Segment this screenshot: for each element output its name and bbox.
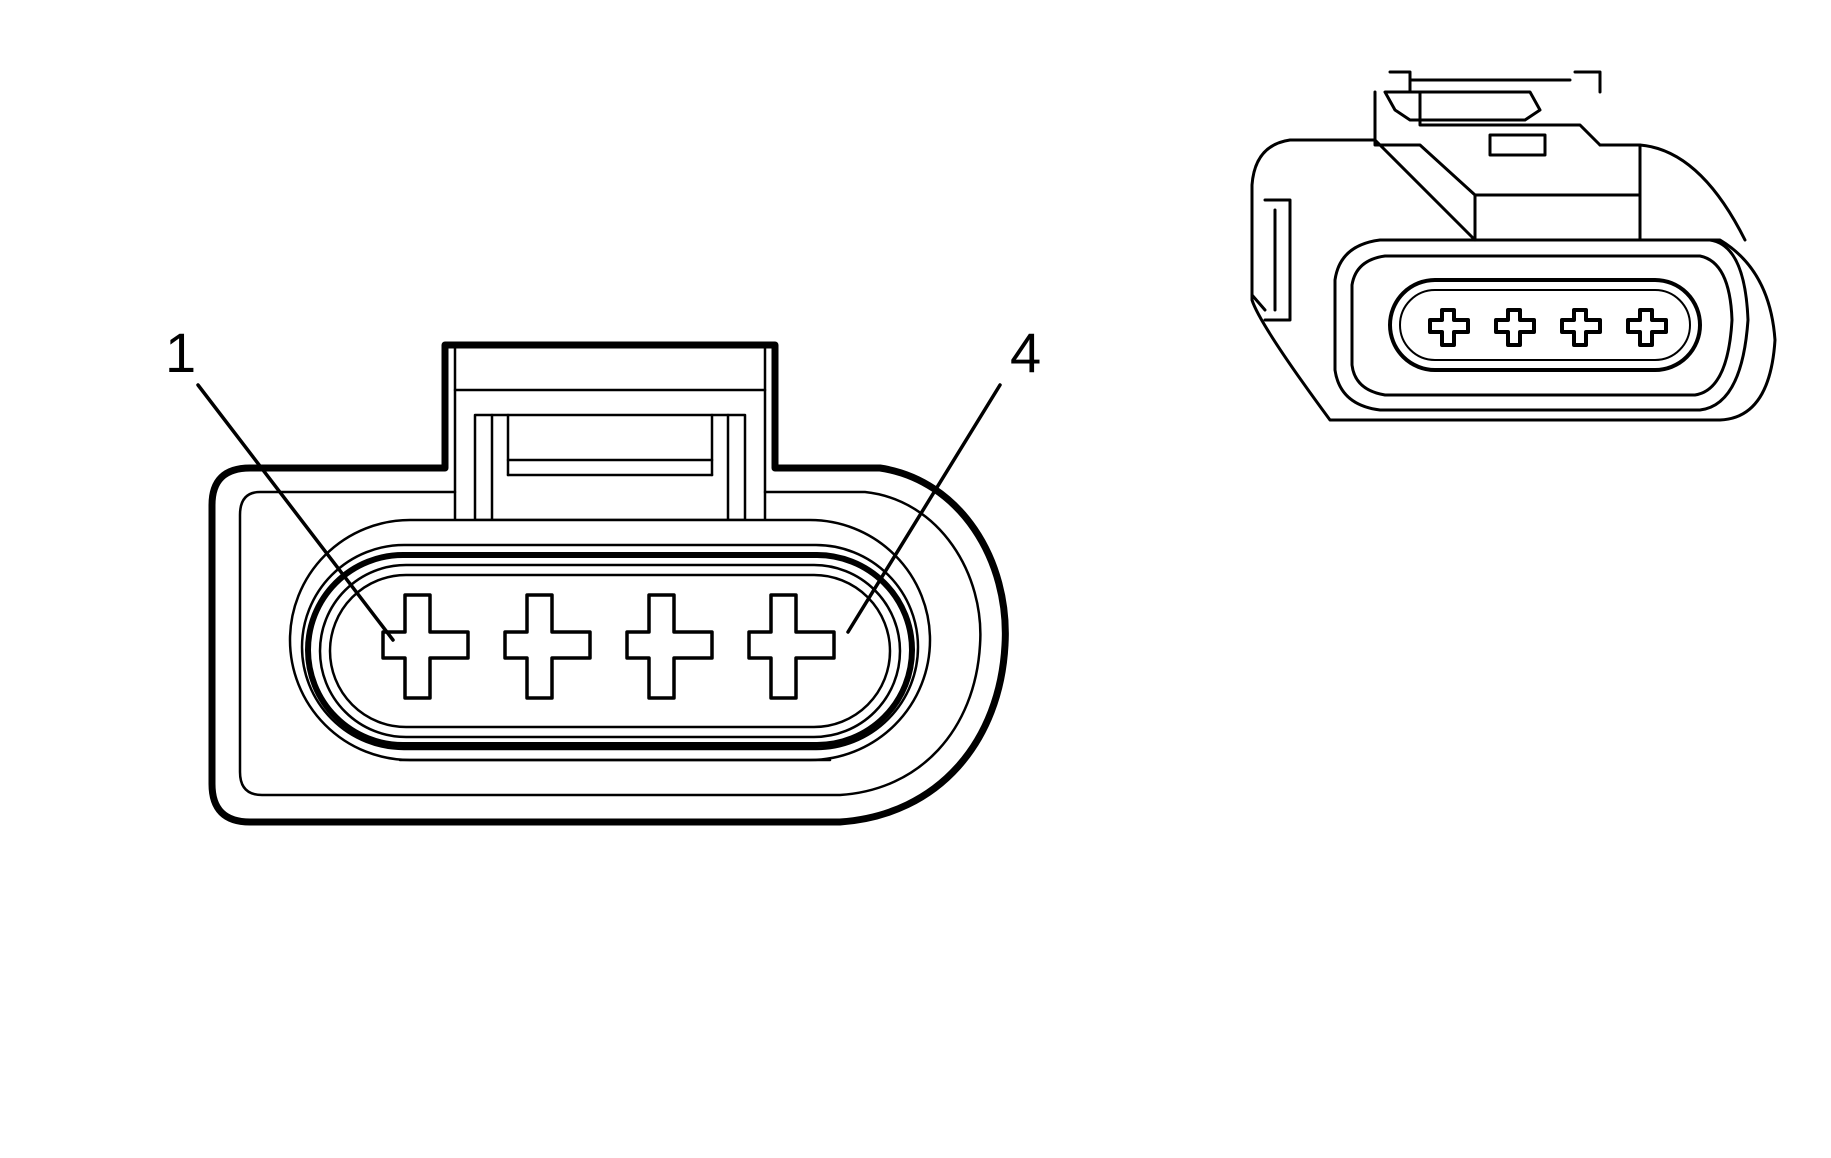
iso-front-face	[1333, 238, 1750, 412]
pin-label-1: 1	[165, 321, 196, 384]
leader-line-pin-1	[196, 383, 395, 642]
cavity-3	[625, 593, 714, 700]
connector-face-view: 1 4	[165, 321, 1041, 826]
iso-terminal-oval	[1388, 278, 1702, 372]
terminal-cavities	[381, 593, 836, 700]
iso-latch	[1383, 90, 1542, 122]
latch-tab	[453, 343, 767, 522]
pin-label-4: 4	[1010, 321, 1041, 384]
iso-housing	[1250, 138, 1777, 422]
connector-isometric-view	[1250, 70, 1777, 422]
cavity-1	[381, 593, 470, 700]
iso-terminal-cavities	[1428, 308, 1668, 347]
cavity-4	[747, 593, 836, 700]
seal-rings	[288, 518, 932, 762]
leader-line-pin-4	[846, 383, 1002, 634]
iso-latch-window	[1488, 133, 1547, 157]
housing-inner-outline	[238, 490, 982, 797]
cavity-2	[503, 593, 592, 700]
housing-outline	[208, 341, 1009, 826]
